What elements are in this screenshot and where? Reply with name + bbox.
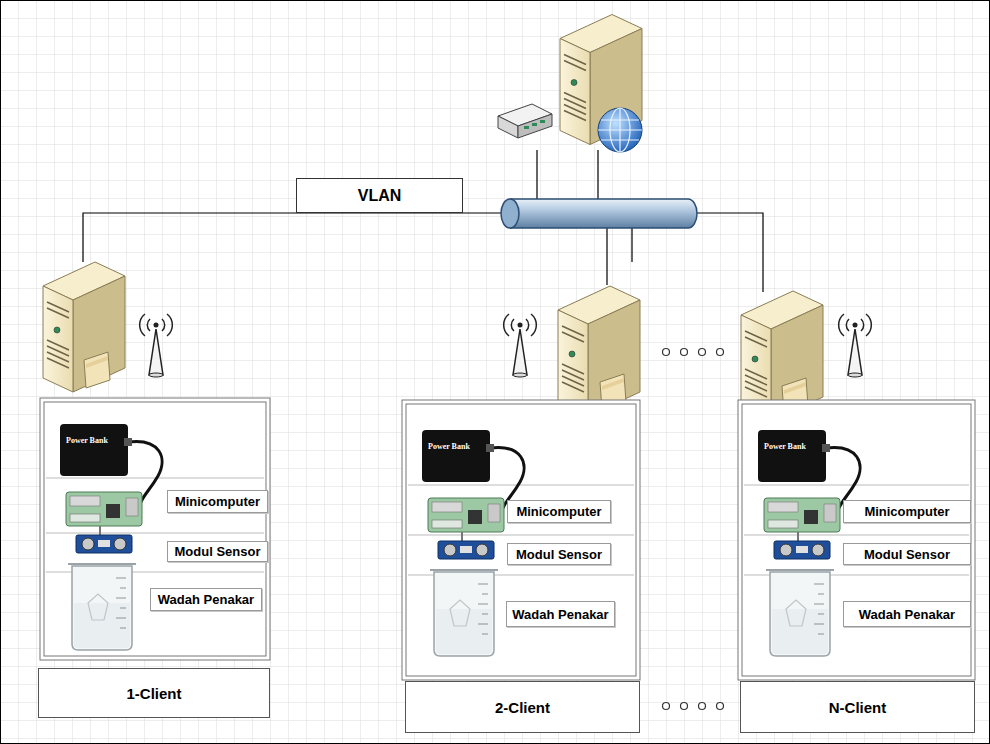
client-panels	[40, 398, 975, 680]
node-text: 1-Client	[126, 685, 181, 702]
node-text: Wadah Penakar	[158, 592, 254, 607]
node-text: Minicomputer	[516, 504, 601, 519]
network-wires	[83, 150, 763, 292]
device-label: Power Bank	[764, 442, 806, 451]
component-label: Minicomputer	[507, 500, 611, 523]
component-label: Minicomputer	[167, 490, 268, 513]
node-text: VLAN	[358, 187, 402, 205]
node-text: Modul Sensor	[516, 547, 602, 562]
client-box: 1-Client	[38, 668, 270, 718]
device-label: Power Bank	[66, 436, 108, 445]
component-label: Modul Sensor	[507, 543, 611, 565]
component-label: Modul Sensor	[843, 543, 971, 565]
sensor-kit	[60, 424, 860, 656]
node-text: N-Client	[829, 699, 887, 716]
component-label: Modul Sensor	[167, 541, 268, 562]
node-text: Wadah Penakar	[512, 607, 608, 622]
ellipsis-dots	[663, 349, 724, 710]
component-label: Wadah Penakar	[150, 588, 262, 611]
client-box: N-Client	[740, 681, 975, 733]
node-text: Modul Sensor	[175, 544, 261, 559]
node-text: Wadah Penakar	[859, 607, 955, 622]
vlan-label-box: VLAN	[296, 178, 463, 213]
component-label: Wadah Penakar	[506, 601, 615, 627]
node-text: Modul Sensor	[864, 547, 950, 562]
node-text: 2-Client	[495, 699, 550, 716]
node-text: Minicomputer	[175, 494, 260, 509]
component-label: Minicomputer	[843, 500, 971, 523]
component-label: Wadah Penakar	[843, 601, 971, 627]
client-servers	[43, 262, 871, 421]
internet-server	[498, 15, 642, 153]
vlan-pipe	[501, 199, 697, 228]
node-text: Minicomputer	[864, 504, 949, 519]
device-label: Power Bank	[428, 442, 470, 451]
client-box: 2-Client	[405, 681, 640, 733]
